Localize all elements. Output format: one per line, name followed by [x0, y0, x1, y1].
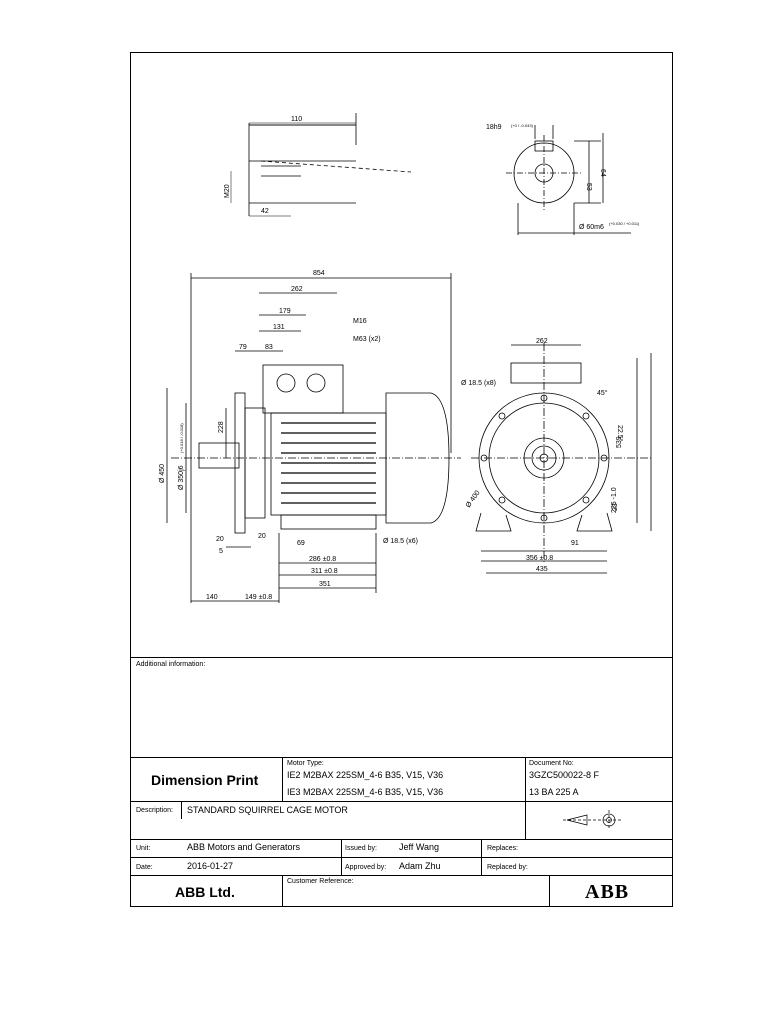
dim-hole-x8: Ø 18.5 (x8) — [461, 380, 496, 387]
company-name: ABB Ltd. — [175, 884, 235, 900]
dim-m20: M20 — [224, 184, 231, 198]
v-issued — [341, 839, 342, 875]
dim-42: 42 — [261, 208, 269, 215]
dim-351: 351 — [319, 581, 331, 588]
v-motortype — [282, 757, 283, 801]
dim-shaft-length: 110 — [291, 116, 302, 123]
unit-label: Unit: — [136, 845, 151, 852]
dim-23: 23 — [612, 503, 619, 511]
dim-69: 69 — [297, 540, 305, 547]
divider-unit — [131, 839, 672, 840]
dim-228: 228 — [218, 421, 225, 433]
dim-131: 131 — [273, 324, 285, 331]
document-no-label: Document No: — [529, 760, 574, 767]
dim-m63: M63 (x2) — [353, 336, 381, 343]
dim-311: 311 ±0.8 — [311, 568, 338, 575]
dim-435: 435 — [536, 566, 548, 573]
dim-45-deg: 45° — [597, 389, 608, 397]
v-desc-symbol — [525, 801, 526, 839]
dim-149: 149 ±0.8 — [245, 594, 272, 601]
divider-date-row — [131, 857, 672, 858]
dim-64: 64 — [599, 169, 606, 177]
dim-m16: M16 — [353, 318, 367, 325]
divider-title-top — [131, 757, 672, 758]
dim-key-tolerance: (+0 / -0.043) — [511, 123, 534, 128]
drawing-sheet: 110 18h9 (+0 / -0.043) M20 42 53 64 Ø 60… — [130, 52, 673, 907]
motor-side-view — [166, 273, 461, 603]
document-no: 3GZC500022-8 F — [529, 770, 600, 780]
v-replaces — [481, 839, 482, 875]
shaft-end-view — [506, 125, 631, 235]
dim-shaft-diameter: Ø 60m6 — [579, 224, 604, 231]
v-docno — [525, 757, 526, 801]
customer-reference-label: Customer Reference: — [287, 878, 354, 885]
dim-5: 5 — [219, 548, 223, 555]
unit-value: ABB Motors and Generators — [187, 842, 301, 852]
v-logo — [549, 875, 550, 907]
motor-type-label: Motor Type: — [287, 760, 324, 767]
dim-179: 179 — [279, 308, 291, 315]
dim-hole-x6: Ø 18.5 (x6) — [383, 538, 418, 545]
description-label: Description: — [136, 807, 173, 814]
dim-350: Ø 350j6 — [178, 465, 185, 490]
approved-by-value: Adam Zhu — [399, 861, 441, 871]
description-value: STANDARD SQUIRREL CAGE MOTOR — [187, 805, 348, 815]
divider-additional — [131, 657, 672, 658]
divider-company — [131, 875, 672, 876]
dim-91: 91 — [571, 540, 579, 547]
replaces-label: Replaces: — [487, 845, 519, 852]
additional-info-label: Additional information: — [136, 661, 206, 668]
dim-400: Ø 400 — [465, 489, 482, 509]
dim-20-left: 20 — [216, 536, 224, 543]
v-desc-label — [181, 801, 182, 819]
issued-by-value: Jeff Wang — [399, 842, 440, 852]
issued-by-label: Issued by: — [345, 845, 377, 852]
document-code: 13 BA 225 A — [529, 787, 579, 797]
dim-22-5-deg: 22.5° — [616, 425, 624, 442]
dim-262: 262 — [291, 286, 303, 293]
v-company — [282, 875, 283, 907]
motor-type-ie2: IE2 M2BAX 225SM_4-6 B35, V15, V36 — [287, 770, 444, 780]
dim-225: 225 -1.0 — [611, 487, 618, 513]
abb-logo: ABB — [585, 881, 629, 904]
replaced-by-label: Replaced by: — [487, 864, 528, 871]
dim-286: 286 ±0.8 — [309, 556, 336, 563]
dim-356: 356 ±0.8 — [526, 555, 553, 562]
dim-539: 539 — [616, 436, 623, 448]
dim-79: 79 — [239, 344, 247, 351]
dim-83: 83 — [265, 344, 273, 351]
date-value: 2016-01-27 — [187, 861, 234, 871]
abb-logo-text: ABB — [585, 881, 630, 903]
dimension-drawing: 110 18h9 (+0 / -0.043) M20 42 53 64 Ø 60… — [159, 113, 652, 603]
motor-type-ie3: IE3 M2BAX 225SM_4-6 B35, V15, V36 — [287, 787, 444, 797]
dim-20-right: 20 — [258, 533, 266, 540]
dim-front-262: 262 — [536, 338, 548, 345]
dim-140: 140 — [206, 594, 218, 601]
dim-shaft-tolerance: (+0.030 / +0.011) — [609, 221, 640, 226]
approved-by-label: Approved by: — [345, 864, 387, 871]
shaft-detail — [230, 113, 412, 217]
dim-53: 53 — [585, 183, 592, 191]
dim-key-width: 18h9 — [486, 124, 502, 131]
dim-854: 854 — [313, 270, 325, 277]
dim-450: Ø 450 — [159, 464, 166, 483]
date-label: Date: — [136, 864, 153, 871]
divider-description — [131, 801, 672, 802]
projection-symbol-icon — [563, 810, 621, 830]
motor-front-view — [471, 343, 652, 574]
dim-350-tolerance: (+0.018 / -0.018) — [179, 423, 184, 453]
dimension-print-title: Dimension Print — [151, 772, 259, 788]
